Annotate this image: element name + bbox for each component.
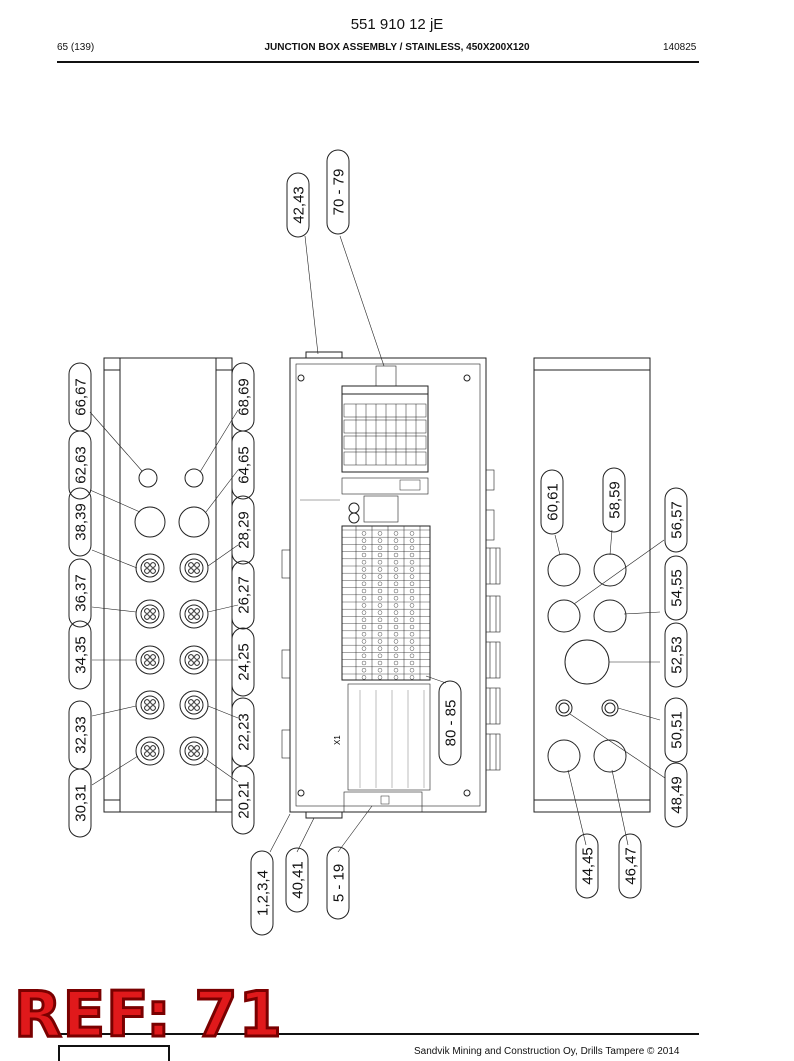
callout-22-23: 22,23: [236, 713, 253, 751]
callout-38-39: 38,39: [73, 503, 90, 541]
callout-28-29: 28,29: [236, 511, 253, 549]
callout-36-37: 36,37: [73, 574, 90, 612]
callout-24-25: 24,25: [236, 643, 253, 681]
callout-32-33: 32,33: [73, 716, 90, 754]
callout-34-35: 34,35: [73, 636, 90, 674]
callout-50-51: 50,51: [669, 711, 686, 749]
callout-1-2-3-4: 1,2,3,4: [255, 870, 272, 916]
callout-62-63: 62,63: [73, 446, 90, 484]
callout-60-61: 60,61: [545, 483, 562, 521]
callout-80-85: 80 - 85: [443, 700, 460, 747]
callout-42-43: 42,43: [291, 186, 308, 224]
callout-40-41: 40,41: [290, 861, 307, 899]
callout-30-31: 30,31: [73, 784, 90, 822]
callout-58-59: 58,59: [607, 481, 624, 519]
left-side-view: [89, 357, 239, 813]
right-side-view: [533, 357, 666, 846]
document-number: 551 910 12 jE: [350, 16, 444, 33]
callout-70-79: 70 - 79: [331, 169, 348, 216]
document-title: JUNCTION BOX ASSEMBLY / STAINLESS, 450X2…: [264, 42, 530, 53]
front-view: [269, 235, 501, 853]
footer-copyright: Sandvik Mining and Construction Oy, Dril…: [414, 1046, 680, 1057]
callout-5-19: 5 - 19: [331, 864, 348, 902]
callout-46-47: 46,47: [623, 847, 640, 885]
callout-bubbles: 66,67 62,63 38,39 36,37 34,35 32,33 30,3…: [68, 149, 688, 936]
document-date: 140825: [663, 42, 697, 53]
callout-54-55: 54,55: [669, 569, 686, 607]
terminal-label: X1: [333, 735, 342, 745]
footer-rule: [57, 1033, 699, 1035]
callout-68-69: 68,69: [236, 378, 253, 416]
callout-64-65: 64,65: [236, 446, 253, 484]
callout-26-27: 26,27: [236, 576, 253, 614]
callout-20-21: 20,21: [236, 781, 253, 819]
header-rule: [57, 61, 699, 63]
reference-stamp: REF: 71: [13, 978, 284, 1051]
callout-66-67: 66,67: [73, 378, 90, 416]
left-glands: [135, 553, 209, 766]
callout-44-45: 44,45: [580, 847, 597, 885]
page-number: 65 (139): [57, 42, 95, 53]
callout-48-49: 48,49: [669, 776, 686, 814]
callout-52-53: 52,53: [669, 636, 686, 674]
callout-56-57: 56,57: [669, 501, 686, 539]
